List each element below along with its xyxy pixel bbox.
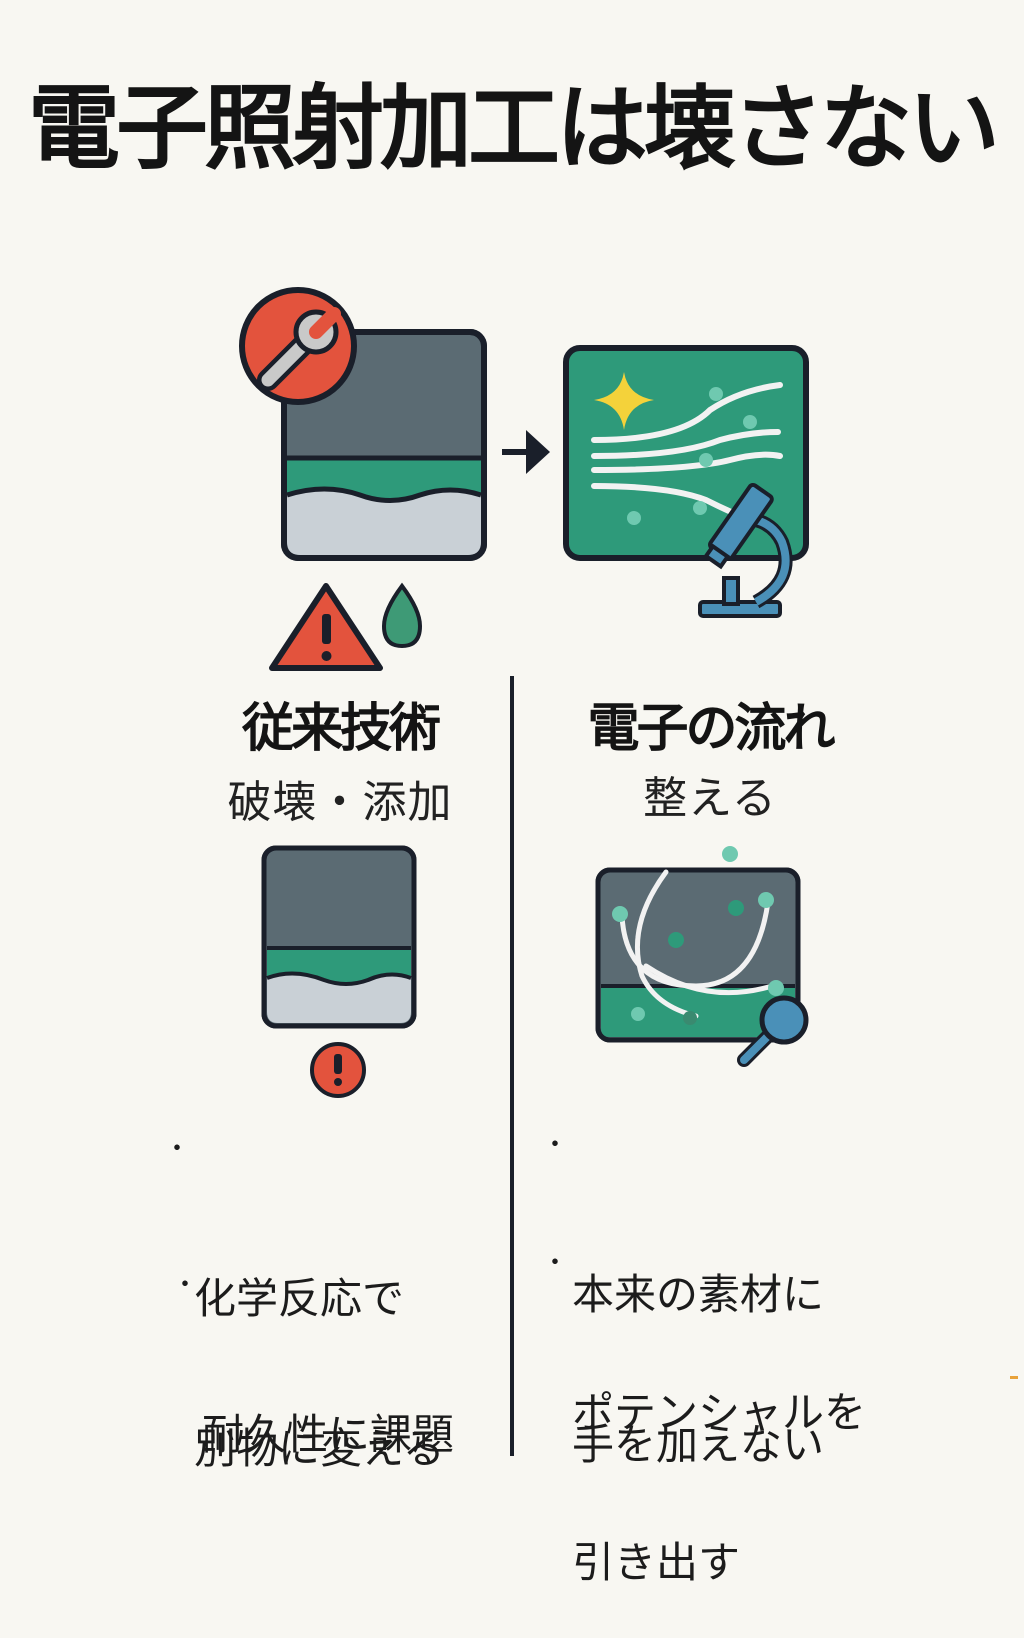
left-bullet-1-line1: 化学反応で xyxy=(194,1274,405,1323)
left-subheading: 破壊・添加 xyxy=(227,777,453,828)
electron-flow-block-icon xyxy=(595,846,801,1043)
microscope-icon xyxy=(698,482,793,618)
right-bullet-1: ・ 本来の素材に 手を加えない xyxy=(542,1120,825,1520)
left-bullet-2: ・ 耐久性に課題 xyxy=(172,1260,455,1510)
infographic-page: { "title": "電子照射加工は壊さない", "left": { "hea… xyxy=(27,75,1018,1587)
right-bullet-2: ・ ポテンシャルを 引き出す xyxy=(542,1238,867,1638)
left-middle-illustration xyxy=(261,845,417,1098)
right-bullet-1-line2: 手を加えない xyxy=(572,1420,825,1469)
top-illustration xyxy=(239,287,809,671)
arrow-right-icon xyxy=(502,430,550,474)
bullet-dot: ・ xyxy=(542,1130,569,1160)
right-bullet-1-line1: 本来の素材に xyxy=(572,1270,825,1319)
left-bullet-2-line1: 耐久性に課題 xyxy=(202,1410,455,1459)
corner-mark xyxy=(1010,1376,1018,1379)
right-bullet-2-line1: ポテンシャルを xyxy=(572,1388,867,1437)
column-divider xyxy=(510,676,514,1456)
page-title: 電子照射加工は壊さない xyxy=(27,75,1000,182)
right-middle-illustration xyxy=(595,846,809,1067)
right-heading: 電子の流れ xyxy=(587,699,835,759)
left-bullet-1-line2: 別物に変える xyxy=(194,1424,445,1473)
droplet-icon xyxy=(381,582,423,649)
warning-triangle-icon xyxy=(269,583,383,671)
wrench-badge-icon xyxy=(239,287,357,405)
bullet-dot: ・ xyxy=(542,1248,569,1278)
left-heading: 従来技術 xyxy=(241,699,441,759)
right-bullet-2-line2: 引き出す xyxy=(572,1538,741,1587)
alert-circle-icon xyxy=(310,1042,366,1098)
bullet-dot: ・ xyxy=(164,1134,191,1164)
bullet-dot: ・ xyxy=(172,1270,199,1300)
sparkle-icon xyxy=(594,372,654,430)
right-subheading: 整える xyxy=(643,773,777,824)
material-layers-icon xyxy=(261,845,417,1029)
magnifier-icon xyxy=(737,995,809,1067)
left-bullet-1: ・ 化学反応で 別物に変える xyxy=(164,1124,445,1524)
